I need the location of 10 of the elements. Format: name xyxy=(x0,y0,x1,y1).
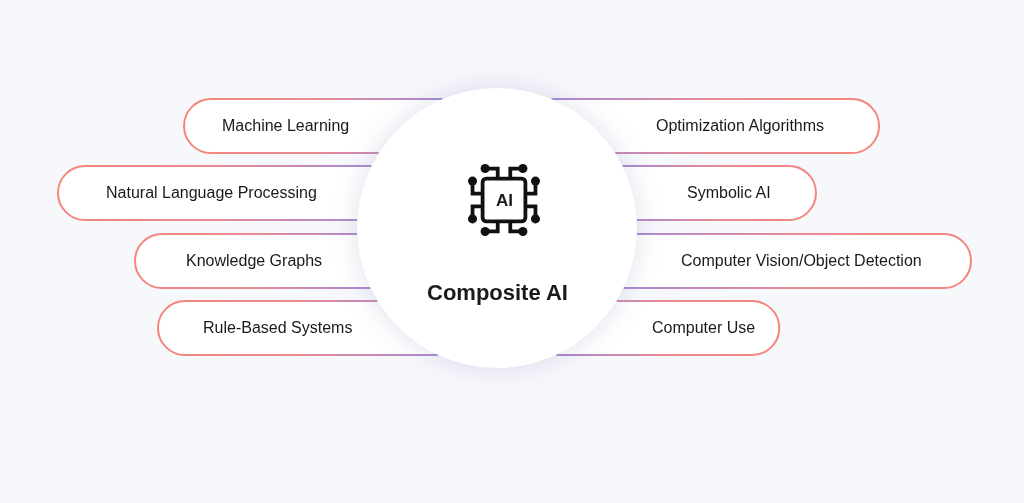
chip-text: AI xyxy=(496,192,513,209)
topic-label: Natural Language Processing xyxy=(106,184,317,202)
hub-title: Composite AI xyxy=(427,280,568,306)
topic-label: Computer Use xyxy=(652,319,756,337)
topic-label: Knowledge Graphs xyxy=(186,252,323,270)
topic-label: Computer Vision/Object Detection xyxy=(681,252,922,270)
topic-label: Optimization Algorithms xyxy=(656,117,825,135)
topic-label: Machine Learning xyxy=(222,117,350,135)
topic-label: Rule-Based Systems xyxy=(203,319,353,337)
topic-label: Symbolic AI xyxy=(687,184,771,202)
